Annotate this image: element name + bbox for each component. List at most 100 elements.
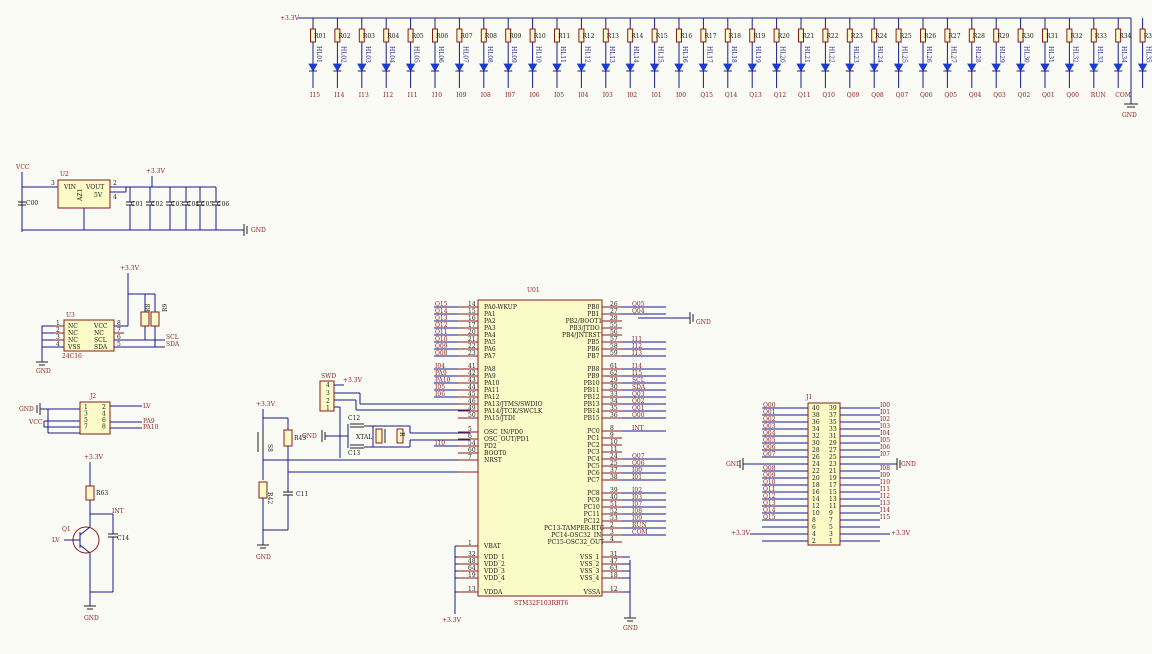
resistor-r9 [150,311,160,327]
svg-text:8: 8 [812,517,816,524]
svg-text:1: 1 [84,404,88,411]
led-resistor-label: R14 [631,33,643,40]
j1-net-label: Q04 [763,430,776,437]
mcu-pin-label: OSC_OUT/PD1 [484,436,529,443]
svg-text:40: 40 [610,494,618,501]
led-diode [1064,63,1075,72]
j1-net-label: I09 [880,472,890,479]
led-resistor-label: R01 [314,33,326,40]
led-diode-label: HL26 [925,46,932,63]
svg-text:48: 48 [468,558,476,565]
led-resistor-label: R19 [753,33,765,40]
led-diode-label: HL19 [754,46,761,63]
led-resistor-label: R34 [1119,33,1131,40]
led-net-label: Q01 [1042,92,1055,99]
j1-net-label: Q00 [763,402,776,409]
j1-net-label: Q05 [763,437,776,444]
svg-text:24: 24 [610,453,618,460]
j1-net-label: Q06 [763,444,776,451]
svg-text:17: 17 [829,482,837,489]
led-diode [1089,63,1099,72]
mcu-net-label: Q11 [435,329,448,336]
mcu-pin-label: PC6 [587,470,600,477]
eeprom-sda-label: SDA [166,341,180,348]
cap-c12-label: C12 [348,415,360,422]
led-resistor-label: R08 [485,33,497,40]
mcu-net-label: I13 [632,350,642,357]
led-diode-label: HL04 [388,46,395,63]
mcu-3v3-bottom-label: +3.3V [442,617,462,624]
led-diode [674,63,684,72]
led-resistor-label: R03 [363,33,375,40]
eeprom-part: 24C16 [62,353,82,360]
svg-text:3: 3 [51,180,55,187]
svg-text:23: 23 [829,461,837,468]
regulator-cap-label: C02 [151,201,163,208]
mcu-pin-label: PA4 [484,332,496,339]
led-resistor-label: R20 [778,33,790,40]
svg-text:R9: R9 [162,303,169,312]
led-net-label: I04 [578,92,588,99]
led-diode-label: HL18 [730,46,737,63]
led-net-label: Q02 [1018,92,1031,99]
j1-body [807,402,841,546]
svg-text:33: 33 [610,391,618,398]
regulator-vcc-label: VCC [15,164,30,171]
eeprom-pin-label: NC [68,323,78,330]
svg-text:4: 4 [610,536,614,543]
led-resistor-label: R24 [875,33,887,40]
led-diode [503,63,513,72]
led-resistor-label: R18 [729,33,741,40]
svg-text:12: 12 [610,586,618,593]
mcu-pin-label: NRST [484,457,502,464]
mcu-pin-label: PA10 [484,380,500,387]
led-diode [918,63,928,72]
mcu-pin-label: PC8 [587,490,600,497]
led-net-label: Q13 [749,92,762,99]
mcu-ref: U01 [527,287,540,294]
svg-text:5: 5 [829,524,833,531]
svg-text:38: 38 [812,412,820,419]
j1-net-label: Q02 [763,416,776,423]
svg-text:52: 52 [610,508,618,515]
svg-text:36: 36 [812,419,820,426]
svg-text:21: 21 [829,468,837,475]
svg-text:47: 47 [610,558,618,565]
led-diode-label: HL22 [827,46,834,63]
mcu-net-label: I10 [435,440,445,447]
svg-text:R8: R8 [145,303,152,312]
regulator-u2 [57,179,111,209]
led-diode-label: HL12 [583,46,590,63]
j1-net-label: Q12 [763,493,776,500]
mcu-pin-label: PB10 [584,380,600,387]
led-resistor-label: R12 [582,33,594,40]
cap-c11-label: C11 [296,491,308,498]
regulator-cap-label: C05 [201,201,213,208]
mcu-pin-label: PB3/JTDO [569,325,600,332]
led-resistor-label: R32 [1070,33,1082,40]
mcu-pin-label: VDD_3 [483,568,505,575]
led-diode [552,63,562,72]
svg-text:14: 14 [468,301,476,308]
led-diode [332,63,343,72]
svg-text:34: 34 [812,426,820,433]
mcu-net-label: Q08 [435,350,448,357]
led-resistor-label: R17 [704,33,716,40]
svg-text:R43: R43 [294,435,306,442]
reset-block: +3.3V R43 S8 R42 C11 GND [256,401,470,561]
j1-net-label: I15 [880,514,890,521]
eeprom-pin-label: SCL [94,337,107,344]
svg-text:R42: R42 [266,492,273,504]
eeprom-scl-label: SCL [166,334,179,341]
led-diode [820,63,831,72]
j2-net-lv: LV [143,403,151,410]
svg-text:42: 42 [468,370,476,377]
svg-text:11: 11 [610,446,618,453]
svg-text:25: 25 [829,454,837,461]
j1-gnd-right-label: GND [901,461,916,468]
svg-text:4: 4 [326,382,330,389]
svg-text:29: 29 [829,440,837,447]
led-resistor-label: R07 [460,33,472,40]
